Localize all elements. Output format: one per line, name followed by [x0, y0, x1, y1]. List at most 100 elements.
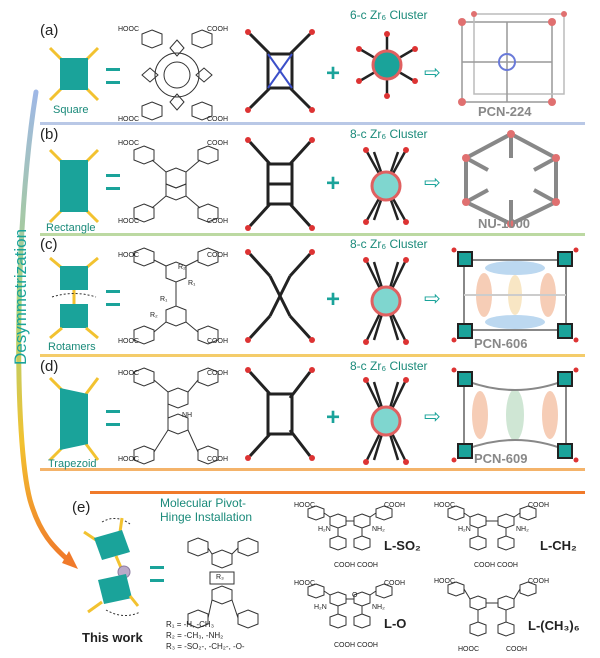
- chem-label: COOH COOH: [334, 562, 378, 569]
- zr6-8c-cluster-c: [363, 257, 409, 345]
- l-o-structure: [307, 583, 393, 629]
- chem-label: COOH: [207, 252, 228, 259]
- mof-name-b: NU-1000: [478, 216, 531, 231]
- equals-icon-c: [106, 290, 120, 306]
- chem-label: R₃: [216, 574, 224, 581]
- chem-label: COOH: [334, 642, 355, 649]
- this-work-label: This work: [82, 630, 143, 645]
- chem-label: R₂: [178, 264, 186, 271]
- l-ch2-structure: [447, 505, 537, 551]
- chem-label: COOH: [207, 338, 228, 345]
- desymmetrization-label: Desymmetrization: [11, 228, 30, 365]
- mof-name-a: PCN-224: [478, 104, 532, 119]
- chem-label: COOH COOH: [474, 562, 518, 569]
- chem-label: HOOC: [434, 502, 455, 509]
- chem-label: COOH: [496, 562, 518, 569]
- chem-label: COOH: [384, 502, 405, 509]
- chem-label: H₂N: [314, 604, 327, 611]
- chem-label: R₁: [188, 280, 196, 287]
- separator-c: [40, 354, 585, 357]
- chem-label: NH: [182, 412, 193, 419]
- rotamers-shape: [49, 256, 99, 340]
- l-ch3-6-structure: [447, 581, 537, 637]
- chem-label: HOOC: [294, 580, 315, 587]
- square-linker-shape: [48, 46, 100, 102]
- r1-definition: R₁ = -H, -CH₃: [166, 620, 214, 629]
- shape-label-rotamers: Rotamers: [48, 341, 96, 353]
- pcn-606-framework: [451, 247, 579, 343]
- plus-icon-d: +: [326, 404, 341, 431]
- pivot-hinge-title-line2: Hinge Installation: [160, 510, 253, 524]
- shape-label-rectangle: Rectangle: [46, 222, 96, 234]
- hinge-linker-structure: [187, 537, 259, 629]
- shape-label-trapezoid: Trapezoid: [48, 458, 97, 470]
- linker-name-l-o: L-O: [384, 616, 407, 631]
- tbapy-linker-structure: [133, 145, 219, 223]
- pcn-224-framework: [458, 11, 567, 106]
- chem-label: COOH: [356, 562, 378, 569]
- cluster-label-a: 6-c Zr₆ Cluster: [350, 8, 428, 22]
- separator-e: [90, 491, 585, 494]
- equals-icon-a: [106, 68, 120, 84]
- arrow-right-icon-d: ⇨: [424, 406, 441, 428]
- chem-label: COOH: [384, 580, 405, 587]
- linker-name-l-so2: L-SO₂: [384, 538, 421, 553]
- chem-label: HOOC: [118, 26, 139, 33]
- panel-e-label: (e): [72, 499, 91, 516]
- chem-label: NH₂: [516, 526, 529, 533]
- chem-label: NH₂: [372, 604, 385, 611]
- shape-label-square: Square: [53, 104, 89, 116]
- chem-label: COOH: [356, 642, 378, 649]
- porphyrin-linker-structure: [141, 29, 213, 121]
- chem-label: COOH: [207, 370, 228, 377]
- arrow-right-icon-c: ⇨: [424, 288, 441, 310]
- chem-label: H₂N: [458, 526, 471, 533]
- pcn-606-linker-structure: [133, 247, 219, 345]
- tbapy-3d-model: [245, 137, 315, 231]
- pivot-hinge-title-line1: Molecular Pivot-: [160, 496, 247, 510]
- plus-icon-a: +: [326, 60, 341, 87]
- panel-c-label: (c): [40, 236, 58, 253]
- cluster-label-c: 8-c Zr₆ Cluster: [350, 237, 428, 251]
- chem-label: COOH: [207, 456, 228, 463]
- chem-label: COOH: [334, 562, 355, 569]
- chem-label: HOOC: [118, 370, 139, 377]
- chem-label: NH₂: [372, 526, 385, 533]
- chem-label: HOOC: [118, 456, 139, 463]
- chem-label: R₁: [160, 296, 168, 303]
- chem-label: COOH: [474, 562, 495, 569]
- rectangle-linker-shape: [48, 148, 100, 224]
- chem-label: R₂: [150, 312, 158, 319]
- chem-label: COOH: [506, 646, 527, 653]
- arrow-right-icon-b: ⇨: [424, 172, 441, 194]
- chem-label: HOOC: [458, 646, 479, 653]
- r2-definition: R₂ = -CH₃, -NH₂: [166, 631, 224, 640]
- mof-name-d: PCN-609: [474, 451, 528, 466]
- separator-b: [40, 233, 585, 236]
- linker-name-l-ch3-6: L-(CH₃)₆: [528, 618, 580, 633]
- chem-label: HOOC: [118, 116, 139, 123]
- l-so2-structure: [307, 505, 393, 551]
- chem-label: HOOC: [118, 252, 139, 259]
- cluster-label-b: 8-c Zr₆ Cluster: [350, 127, 428, 141]
- chem-label: O: [352, 592, 358, 599]
- r3-definition: R₃ = -SO₂-, -CH₂-, -O-: [166, 642, 245, 651]
- mof-name-c: PCN-606: [474, 336, 528, 351]
- chem-label: COOH COOH: [334, 642, 378, 649]
- chem-label: COOH: [528, 502, 549, 509]
- panel-d-label: (d): [40, 358, 59, 375]
- pcn-609-framework: [451, 367, 579, 463]
- chem-label: COOH: [207, 26, 228, 33]
- pcn-609-linker-structure: [133, 367, 219, 465]
- trapezoid-linker-shape: [48, 376, 100, 462]
- pivot-hinge-shape: [83, 517, 141, 616]
- panel-a-label: (a): [40, 22, 59, 39]
- plus-icon-c: +: [326, 286, 341, 313]
- chem-label: H₂N: [318, 526, 331, 533]
- chem-label: HOOC: [118, 338, 139, 345]
- linker-name-l-ch2: L-CH₂: [540, 538, 577, 553]
- chem-label: COOH: [528, 578, 549, 585]
- zr6-8c-cluster-b: [363, 147, 409, 225]
- separator-a: [40, 122, 585, 125]
- plus-icon-b: +: [326, 170, 341, 197]
